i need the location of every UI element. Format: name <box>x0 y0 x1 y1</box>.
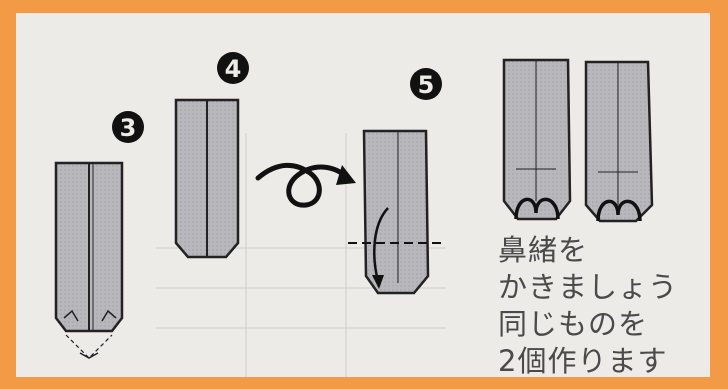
step3-shape <box>54 161 124 359</box>
origami-diagram: 3 4 5 <box>54 52 654 377</box>
caption-line-3: 同じものを <box>498 307 649 341</box>
final-left-strap <box>514 197 560 220</box>
step3-fold-guides <box>65 334 113 359</box>
step5-curved-arrow <box>373 207 389 282</box>
step4-shape <box>174 98 240 259</box>
caption-line-4: 2個作ります <box>498 344 668 377</box>
step5-number: 5 <box>418 71 435 99</box>
step3-fold-arrow-left <box>63 309 79 322</box>
step3-bottom-arrows <box>79 352 99 359</box>
step3-fold-arrow-right <box>101 309 117 322</box>
step4-badge: 4 <box>217 52 249 84</box>
step4-number: 4 <box>225 55 242 83</box>
diagram-frame: 3 4 5 <box>16 13 710 377</box>
caption-line-2: かきましょう <box>498 270 679 304</box>
final-right-strap <box>596 199 642 222</box>
turn-over-icon <box>255 162 356 208</box>
final-shape-left <box>502 58 572 221</box>
step5-badge: 5 <box>410 68 442 100</box>
step3-number: 3 <box>120 114 137 142</box>
final-shape-right <box>584 60 654 223</box>
step5-shape <box>348 129 444 295</box>
instruction-caption: 鼻緒を かきましょう 同じものを 2個作ります <box>498 232 678 377</box>
step3-badge: 3 <box>112 111 144 143</box>
caption-line-1: 鼻緒を <box>498 233 589 267</box>
